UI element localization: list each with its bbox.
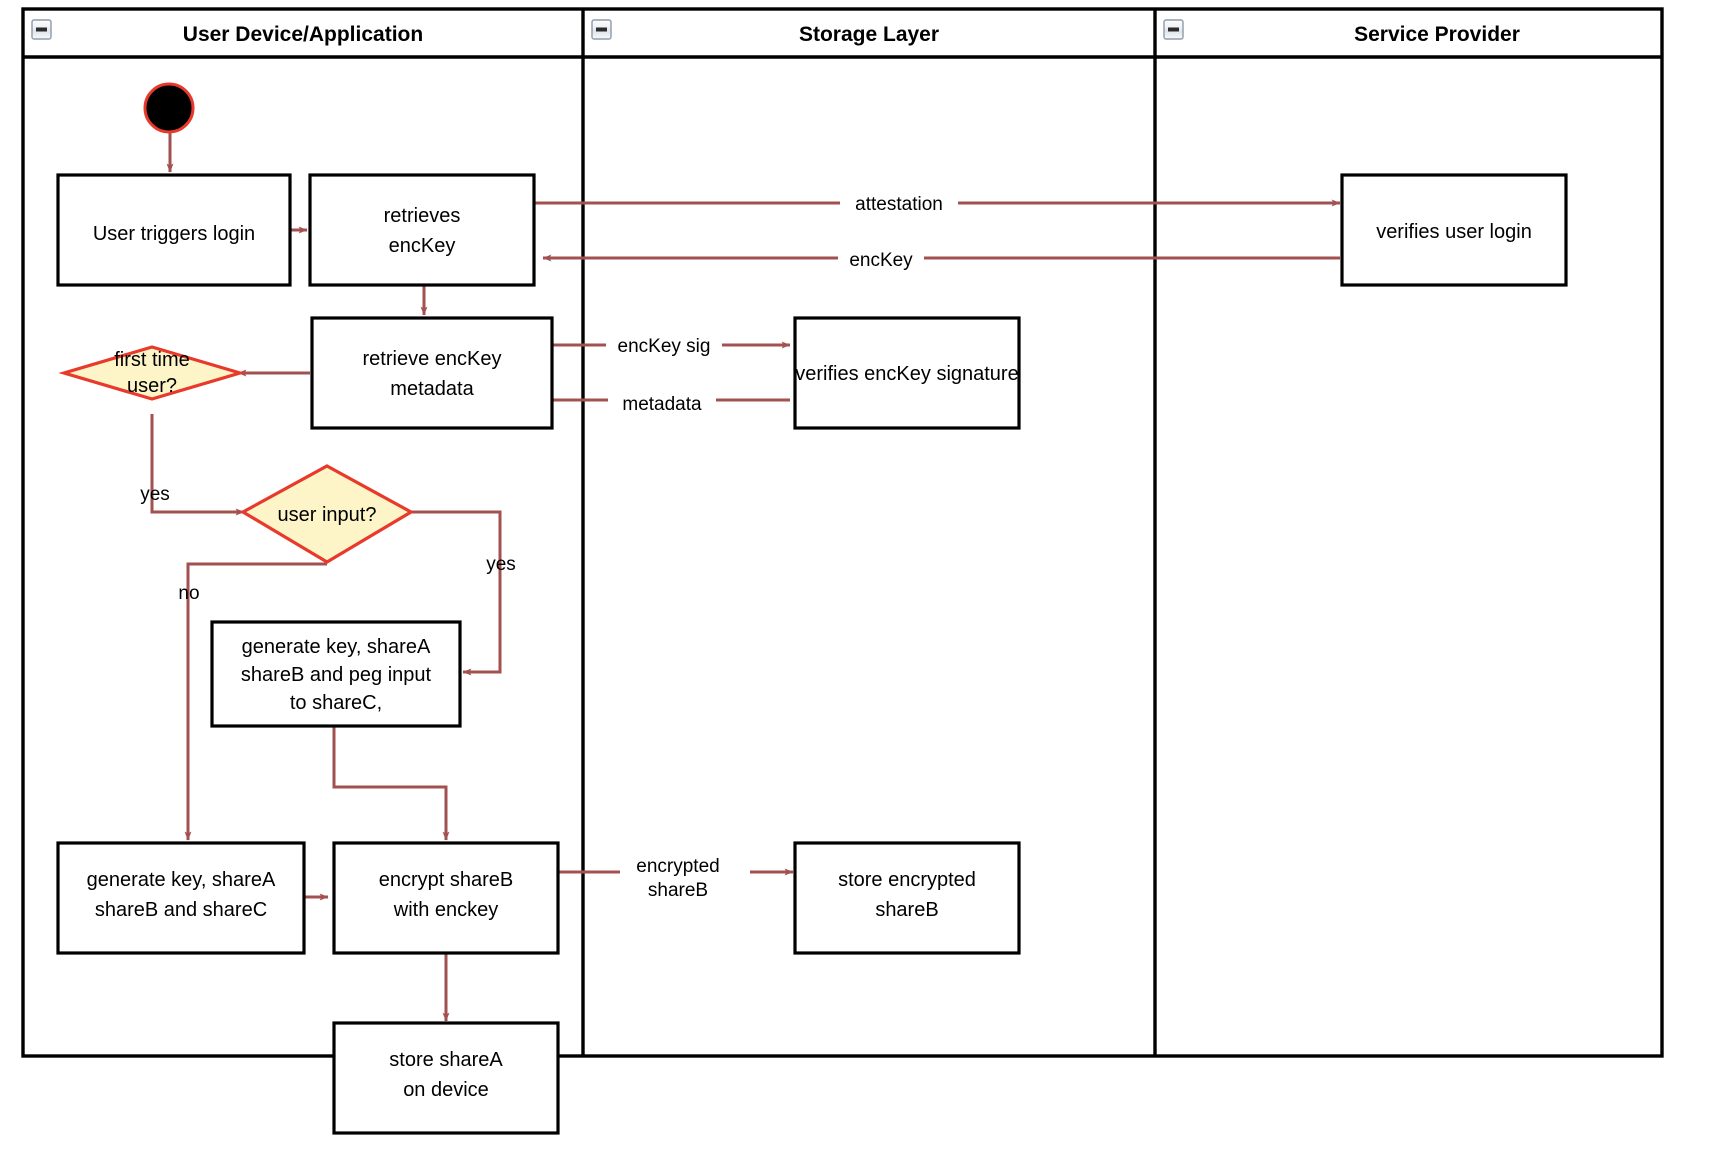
edge-label-encrypted-shareb-line1: encrypted (636, 856, 719, 877)
edge-label-encrypted-shareb-line2: shareB (648, 880, 708, 901)
edge-labels: attestation encKey encKey sig metadata y… (140, 190, 958, 901)
lane-title-storage-layer: Storage Layer (799, 23, 939, 46)
node-store-encrypted-shareb[interactable]: store encrypted shareB (793, 841, 1021, 955)
collapse-minus-icon[interactable] (31, 19, 52, 40)
swimlane-frame (21, 7, 1664, 1058)
node-label-line2: shareB and peg input (241, 664, 432, 686)
node-label-line1: store encrypted (838, 869, 976, 891)
node-label-line1: first time (114, 349, 190, 371)
edge-label-yes-first-time: yes (140, 484, 170, 505)
node-label-line1: generate key, shareA (242, 636, 431, 658)
node-label-line2: encKey (389, 235, 456, 257)
node-user-triggers-login[interactable]: User triggers login (56, 173, 292, 287)
node-label-line2: on device (403, 1079, 489, 1101)
node-label-line2: shareB and shareC (95, 899, 267, 921)
node-label-line1: encrypt shareB (379, 869, 514, 891)
edge-label-yes-user-input: yes (486, 554, 516, 575)
node-label-line1: generate key, shareA (87, 869, 276, 891)
edge-label-enckey-sig: encKey sig (618, 336, 711, 357)
lane-header-storage-layer[interactable]: Storage Layer (591, 19, 939, 46)
node-label-line3: to shareC, (290, 692, 382, 714)
node-encrypt-shareb[interactable]: encrypt shareB with enckey (332, 841, 560, 955)
edge-userinput-yes (409, 510, 502, 676)
lane-title-user-device: User Device/Application (183, 23, 423, 46)
node-store-sharea[interactable]: store shareA on device (332, 1021, 560, 1135)
lane-header-service-provider[interactable]: Service Provider (1163, 19, 1520, 46)
collapse-minus-icon[interactable] (1163, 19, 1184, 40)
node-decision-user-input[interactable]: user input? (239, 464, 415, 564)
edge-label-no-user-input: no (178, 583, 199, 604)
lane-title-service-provider: Service Provider (1354, 23, 1520, 46)
flow-edges (150, 127, 1341, 1022)
node-generate-shares[interactable]: generate key, shareA shareB and shareC (56, 841, 306, 955)
node-label-line2: shareB (875, 899, 938, 921)
node-generate-peg[interactable]: generate key, shareA shareB and peg inpu… (210, 620, 462, 728)
node-label-line2: user? (127, 375, 177, 397)
node-verifies-user-login[interactable]: verifies user login (1340, 173, 1568, 287)
lane-header-user-device[interactable]: User Device/Application (31, 19, 423, 46)
node-retrieves-enckey[interactable]: retrieves encKey (308, 173, 536, 287)
edge-label-metadata: metadata (622, 394, 702, 415)
node-label-line2: with enckey (393, 899, 499, 921)
edge-label-attestation: attestation (855, 194, 943, 215)
edge-firsttime-yes (150, 414, 245, 516)
node-decision-first-time-user[interactable]: first time user? (58, 345, 246, 401)
node-retrieve-enckey-metadata[interactable]: retrieve encKey metadata (310, 316, 554, 430)
node-label: user input? (278, 504, 377, 526)
edge-userinput-no (184, 562, 327, 841)
node-label-line1: store shareA (389, 1049, 503, 1071)
node-label-line1: retrieves (384, 205, 461, 227)
node-label: verifies user login (1376, 221, 1532, 243)
node-verifies-enckey-signature[interactable]: verifies encKey signature (793, 316, 1021, 430)
node-label: User triggers login (93, 223, 255, 245)
edge-peg-to-encrypt (332, 726, 450, 841)
edge-label-enckey: encKey (849, 250, 913, 271)
node-initial[interactable] (143, 82, 195, 134)
node-label-line1: retrieve encKey (363, 348, 502, 370)
node-label-line2: metadata (390, 378, 474, 400)
collapse-minus-icon[interactable] (591, 19, 612, 40)
node-label: verifies encKey signature (795, 363, 1018, 385)
